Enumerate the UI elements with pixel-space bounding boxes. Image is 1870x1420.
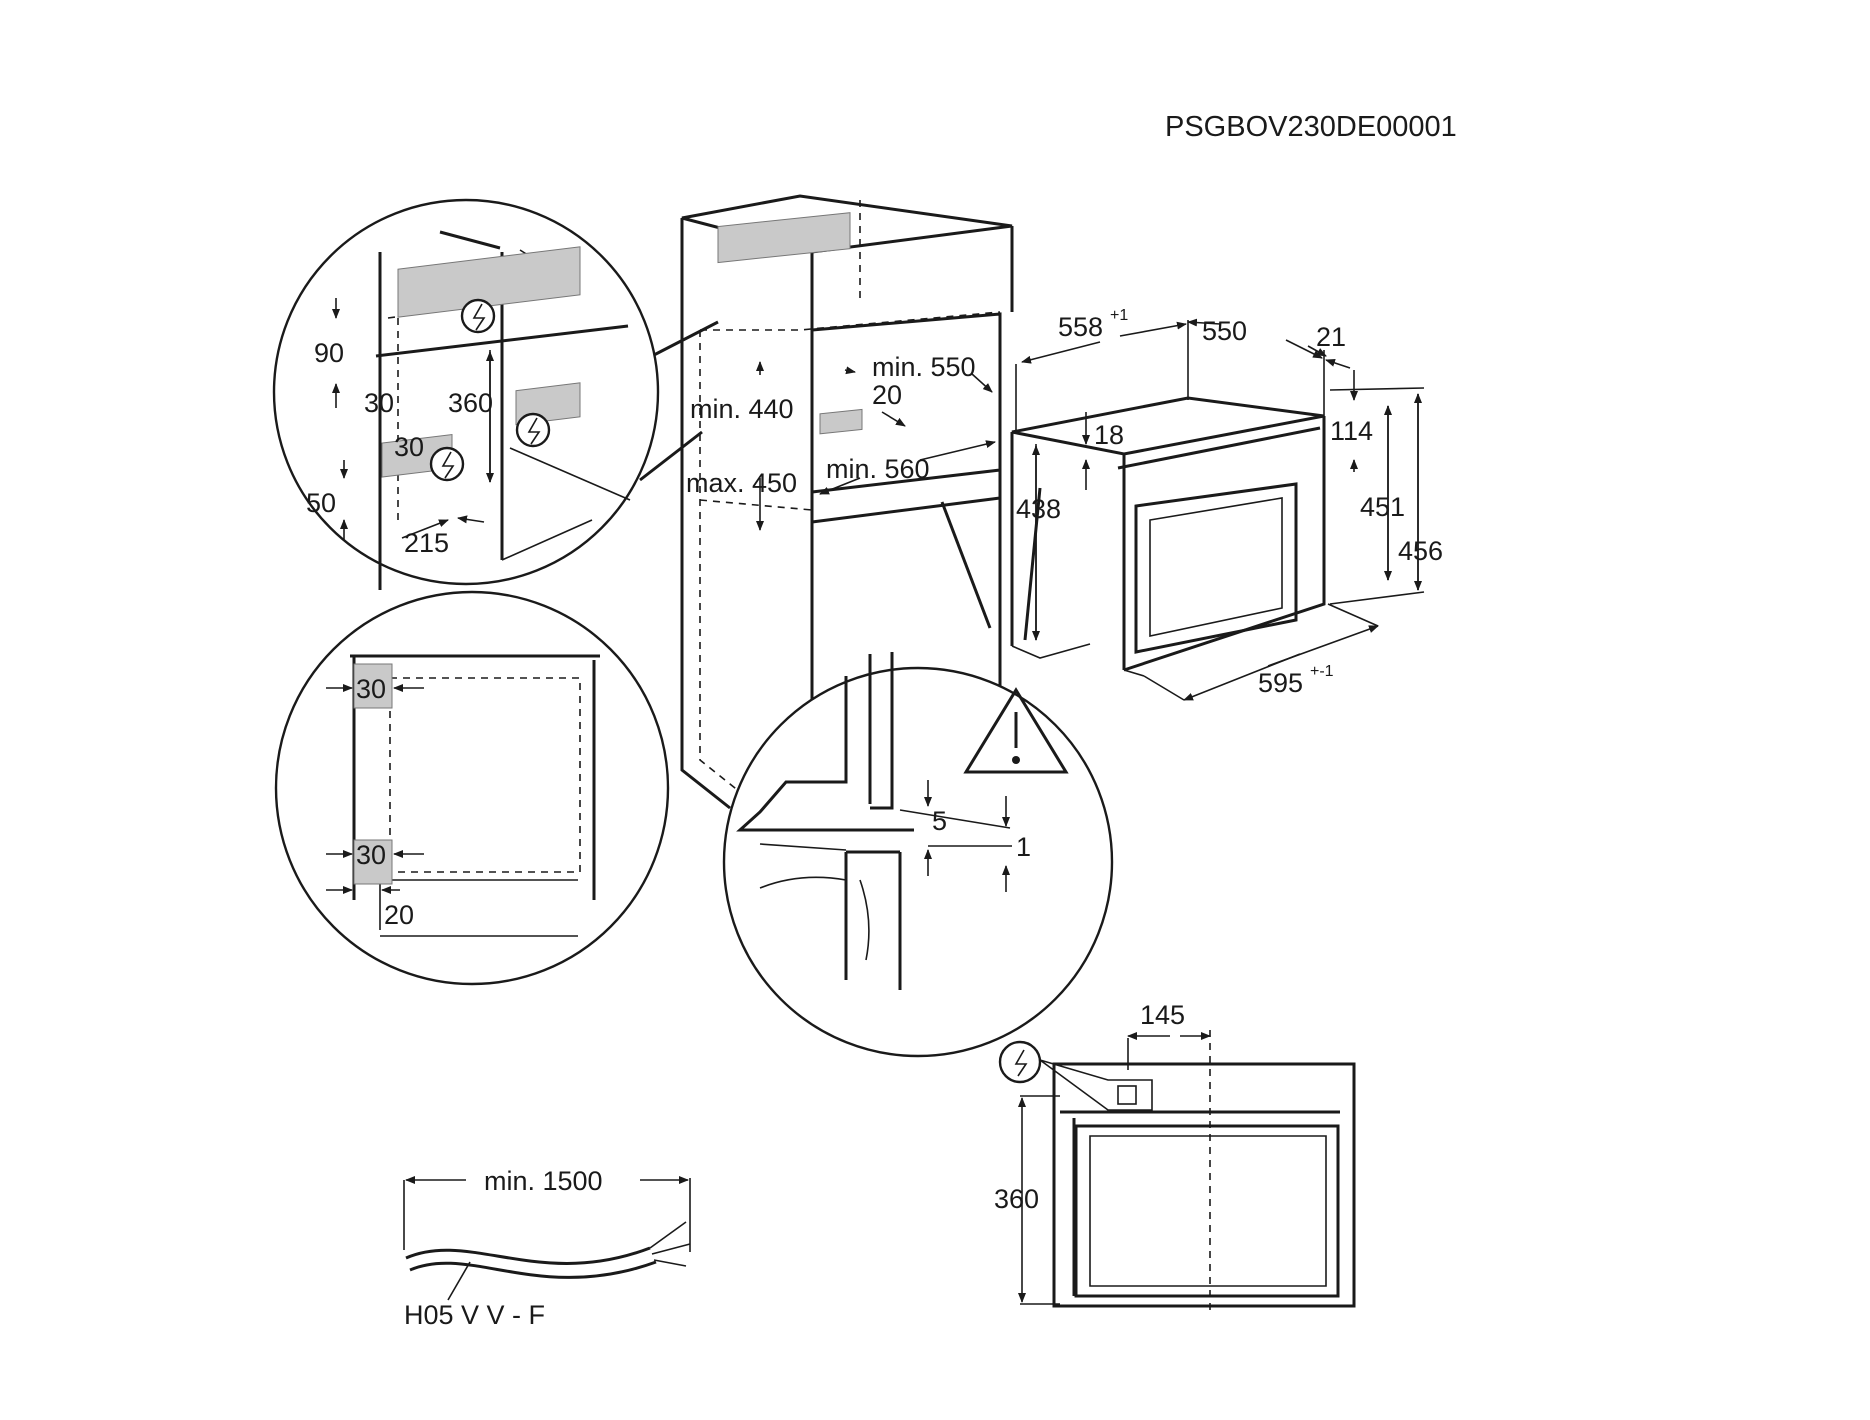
dim-360-a: 360 [448,388,493,418]
leader-line-bottom-b [1023,487,1042,641]
dim-558-tolerance: +1 [1110,307,1128,324]
dim-5: 5 [932,806,947,836]
detail-electrical-zones: 90 30 360 30 50 215 [272,198,660,590]
detail-gap-warning: 5 1 [722,652,1114,1058]
dim-18: 18 [1094,420,1124,450]
dim-1: 1 [1016,832,1031,862]
dim-456: 456 [1398,536,1443,566]
electrical-zone-top [717,212,851,264]
dim-360-b: 360 [994,1184,1039,1214]
electrical-socket-icon [472,303,486,331]
dim-21: 21 [1316,322,1346,352]
electrical-socket-icon [1014,1049,1028,1077]
dim-145: 145 [1140,1000,1185,1030]
power-cable: min. 1500 H05 V V - F [403,1166,691,1330]
leader-line-top [651,320,719,358]
socket-box [1117,1085,1137,1105]
clearance-30-top [353,663,393,709]
dim-595-tolerance: +-1 [1310,663,1334,680]
dim-30-b: 30 [394,432,424,462]
oven-appliance: 558 +1 550 21 18 114 438 451 456 595 +-1 [1010,307,1443,701]
leader-line-bottom [940,501,992,629]
dim-550: 550 [1202,316,1247,346]
dim-min-550: min. 550 [872,352,976,382]
dim-20-top: 20 [872,380,902,410]
dim-max-450: max. 450 [686,468,797,498]
document-code: PSGBOV230DE00001 [1165,111,1457,143]
dim-30-c: 30 [356,674,386,704]
dim-438: 438 [1016,494,1061,524]
dim-min-440: min. 440 [690,394,794,424]
cable-type-label: H05 V V - F [404,1300,545,1330]
dim-114: 114 [1330,416,1373,446]
clearance-30-bottom [353,839,393,885]
dim-215: 215 [404,528,449,558]
dim-451: 451 [1360,492,1405,522]
detail-side-clearance: 30 30 20 [274,590,670,986]
dim-90: 90 [314,338,344,368]
dim-595: 595 [1258,668,1303,698]
dim-min-1500: min. 1500 [484,1166,603,1196]
leader-line-top-b [639,430,703,482]
electrical-socket-icon [441,451,455,479]
dim-30-d: 30 [356,840,386,870]
electrical-socket-icon [527,417,541,445]
dim-30-a: 30 [364,388,394,418]
dim-min-560: min. 560 [826,454,930,484]
electrical-zone-bottom [819,408,863,435]
dim-558: 558 [1058,312,1103,342]
warning-triangle-icon [963,687,1069,774]
cabinet: min. 440 max. 450 min. 550 20 min. 560 [680,194,1014,810]
dim-20-bottom: 20 [384,900,414,930]
rear-view: 145 360 [994,1000,1356,1316]
dim-50: 50 [306,488,336,518]
